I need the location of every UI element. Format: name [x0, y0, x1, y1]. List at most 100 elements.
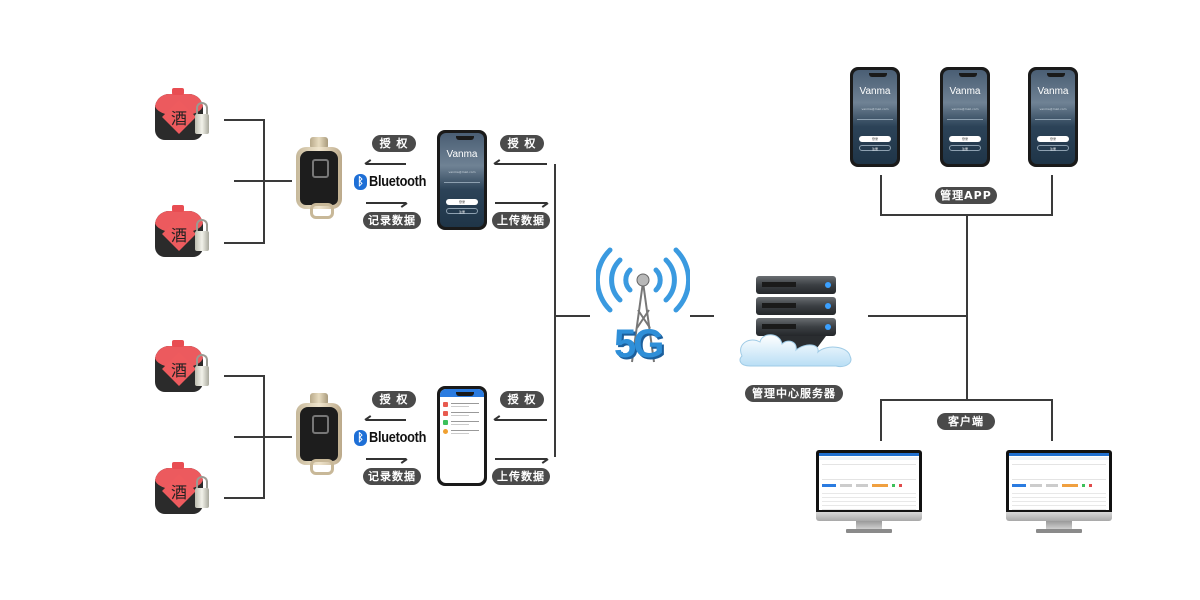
padlock-shackle-icon [196, 219, 208, 235]
login-email: vanma@mail.com [448, 170, 476, 174]
connector-line [868, 315, 966, 317]
arrow-right [366, 458, 408, 464]
management-phone: Vanma vanma@mail.com 登录 注册 [940, 67, 990, 167]
login-button: 登录 [446, 199, 478, 205]
app-brand: Vanma [446, 149, 478, 160]
connector-line [234, 436, 292, 438]
app-brand: Vanma [859, 86, 891, 97]
bluetooth-label: Bluetooth [369, 429, 427, 446]
client-label: 客户端 [937, 413, 995, 430]
desktop-monitor [816, 450, 922, 536]
server-label: 管理中心服务器 [745, 385, 843, 402]
arrowhead-icon [541, 458, 549, 464]
connector-line [554, 164, 556, 457]
padlock-shackle-icon [196, 102, 208, 118]
record-data-label: 记录数据 [363, 212, 421, 229]
bluetooth-badge: ᛒ Bluetooth [354, 173, 436, 190]
jar-label-char: 酒 [170, 226, 187, 245]
arrowhead-icon [541, 202, 549, 208]
list-item [443, 401, 481, 409]
connector-line [880, 175, 882, 215]
arrow-right [495, 202, 549, 208]
upload-data-label: 上传数据 [492, 212, 550, 229]
wine-jar-lock: 酒 [145, 462, 217, 520]
5g-tower-icon [594, 247, 692, 363]
login-button: 登录 [1037, 136, 1069, 142]
arrow-left [364, 415, 406, 421]
connector-line [1051, 175, 1053, 215]
jar-cap [172, 88, 184, 95]
connector-line [1051, 399, 1053, 441]
record-data-label: 记录数据 [363, 468, 421, 485]
wine-jar-lock: 酒 [145, 340, 217, 398]
wine-jar-lock: 酒 [145, 88, 217, 146]
connector-line [690, 315, 714, 317]
app-brand: Vanma [1037, 86, 1069, 97]
register-button: 注册 [949, 145, 981, 151]
connector-line [554, 315, 590, 317]
upload-data-label: 上传数据 [492, 468, 550, 485]
authorize-label: 授 权 [500, 135, 544, 152]
fingerprint-key-fob [296, 393, 342, 475]
login-email: vanma@mail.com [861, 107, 889, 111]
arrowhead-icon [400, 202, 408, 208]
arrowhead-icon [493, 159, 501, 165]
5g-tower: 5G [594, 240, 692, 370]
padlock-icon [195, 114, 209, 134]
jar-label-char: 酒 [170, 483, 187, 502]
arrow-left [364, 159, 406, 165]
login-email: vanma@mail.com [951, 107, 979, 111]
list-item [443, 428, 481, 436]
connector-line [224, 242, 264, 244]
monitor-screen [819, 453, 919, 510]
login-button: 登录 [949, 136, 981, 142]
bluetooth-icon: ᛒ [354, 173, 367, 190]
padlock-icon [195, 231, 209, 251]
padlock-icon [195, 366, 209, 386]
fingerprint-sensor-icon [312, 415, 329, 434]
arrowhead-icon [364, 415, 372, 421]
padlock-shackle-icon [196, 354, 208, 370]
management-app-label: 管理APP [935, 187, 997, 204]
authorize-label: 授 权 [500, 391, 544, 408]
list-item [443, 410, 481, 418]
network-label: 5G [614, 322, 664, 366]
register-button: 注册 [859, 145, 891, 151]
connector-line [880, 399, 1053, 401]
connector-line [224, 375, 264, 377]
arrow-left [493, 159, 547, 165]
connector-line [880, 399, 882, 441]
management-phone: Vanma vanma@mail.com 登录 注册 [850, 67, 900, 167]
arrowhead-icon [400, 458, 408, 464]
register-button: 注册 [1037, 145, 1069, 151]
desktop-monitor [1006, 450, 1112, 536]
jar-label-char: 酒 [170, 361, 187, 380]
fingerprint-sensor-icon [312, 159, 329, 178]
server-cloud-icon [739, 276, 852, 367]
register-button: 注册 [446, 208, 478, 214]
login-button: 登录 [859, 136, 891, 142]
bluetooth-icon: ᛒ [354, 429, 367, 446]
mobile-phone-task-list [437, 386, 487, 486]
jar-label-char: 酒 [170, 109, 187, 128]
monitor-screen [1009, 453, 1109, 510]
connector-line [224, 497, 264, 499]
arrowhead-icon [493, 415, 501, 421]
bluetooth-badge: ᛒ Bluetooth [354, 429, 436, 446]
login-email: vanma@mail.com [1039, 107, 1067, 111]
arrow-left [493, 415, 547, 421]
connector-line [224, 119, 264, 121]
arrowhead-icon [364, 159, 372, 165]
padlock-shackle-icon [196, 476, 208, 492]
management-server [736, 272, 856, 368]
arrow-right [495, 458, 549, 464]
app-brand: Vanma [949, 86, 981, 97]
padlock-icon [195, 488, 209, 508]
authorize-label: 授 权 [372, 391, 416, 408]
arrow-right [366, 202, 408, 208]
connector-line [234, 180, 292, 182]
list-item [443, 419, 481, 427]
mobile-phone-login: Vanma vanma@mail.com 登录 注册 [437, 130, 487, 230]
wine-jar-lock: 酒 [145, 205, 217, 263]
fingerprint-key-fob [296, 137, 342, 219]
